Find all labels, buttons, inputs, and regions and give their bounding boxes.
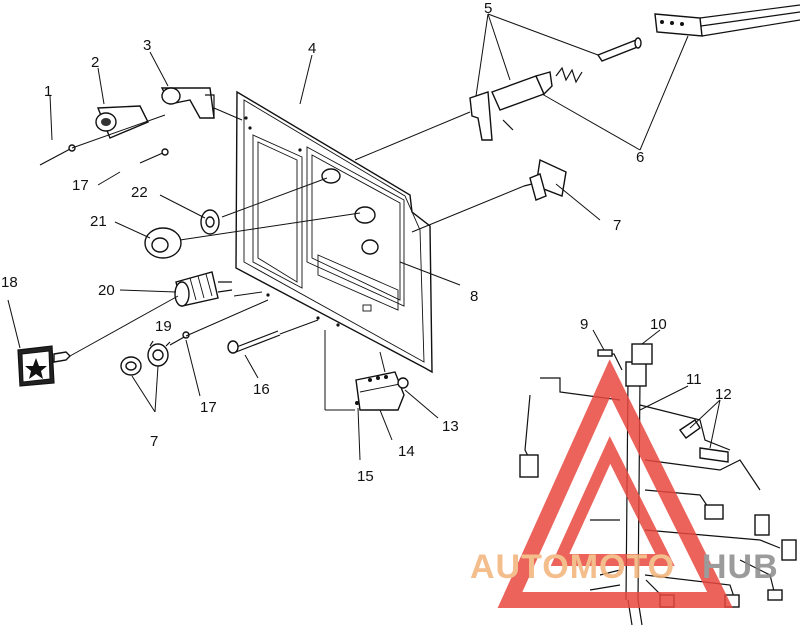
- part-17-top-screw: [139, 148, 169, 164]
- callout-7-right: 7: [613, 217, 621, 234]
- callout-2: 2: [91, 54, 99, 71]
- callout-21: 21: [90, 213, 107, 230]
- part-3-bracket: [160, 87, 215, 119]
- part-18-key: [17, 345, 71, 387]
- callout-18: 18: [1, 274, 18, 291]
- callout-8: 8: [470, 288, 478, 305]
- callout-7-left: 7: [150, 433, 158, 450]
- callout-6: 6: [636, 149, 644, 166]
- watermark-text-hub: HUB: [702, 548, 779, 586]
- callout-13: 13: [442, 418, 459, 435]
- part-16-bolt: [227, 330, 281, 354]
- callout-3: 3: [143, 37, 151, 54]
- part-5-switch-body: [491, 71, 553, 111]
- callout-17-top: 17: [72, 177, 89, 194]
- callout-22: 22: [131, 184, 148, 201]
- callout-11: 11: [686, 371, 702, 388]
- callout-15: 15: [357, 468, 374, 485]
- part-13-nut: [397, 377, 409, 389]
- watermark-triangle-inner: [550, 436, 675, 566]
- part-14-terminal-block: [355, 371, 405, 411]
- watermark-triangle-outer: [497, 359, 733, 608]
- part-17-lower-screw: [169, 331, 190, 346]
- watermark-logo: AUTOMOTO HUB: [470, 359, 779, 608]
- part-7-lockwasher: [147, 340, 171, 367]
- callout-12: 12: [715, 386, 732, 403]
- callout-10: 10: [650, 316, 667, 333]
- callout-16: 16: [253, 381, 270, 398]
- watermark-text-main: AUTOMOTO: [470, 548, 675, 586]
- part-5-spring: [555, 66, 583, 84]
- part-5-bracket: [469, 91, 514, 141]
- callout-labels: 1 2 3 4 5 6 7 7 8 9 10 11 12 13 14 15 16…: [1, 0, 732, 485]
- callout-14: 14: [398, 443, 415, 460]
- callout-1: 1: [44, 83, 52, 100]
- part-22-washer: [200, 209, 220, 235]
- callout-9: 9: [580, 316, 588, 333]
- callout-5: 5: [484, 0, 492, 17]
- callout-4: 4: [308, 40, 316, 57]
- part-5-plunger: [596, 37, 642, 62]
- part-6-connector: [654, 4, 800, 37]
- callout-19: 19: [155, 318, 172, 335]
- part-1-screw: [39, 144, 76, 166]
- leader-lines: [7, 13, 721, 461]
- callout-17-bottom: 17: [200, 399, 217, 416]
- part-2-bezel: [95, 105, 149, 139]
- callout-20: 20: [98, 282, 115, 299]
- part-20-ignition-switch: [174, 271, 233, 307]
- part-21-nut: [144, 227, 182, 259]
- part-7-toggle-switch: [523, 158, 567, 201]
- mounting-panel: [235, 90, 433, 374]
- part-7-nut-left: [120, 356, 142, 376]
